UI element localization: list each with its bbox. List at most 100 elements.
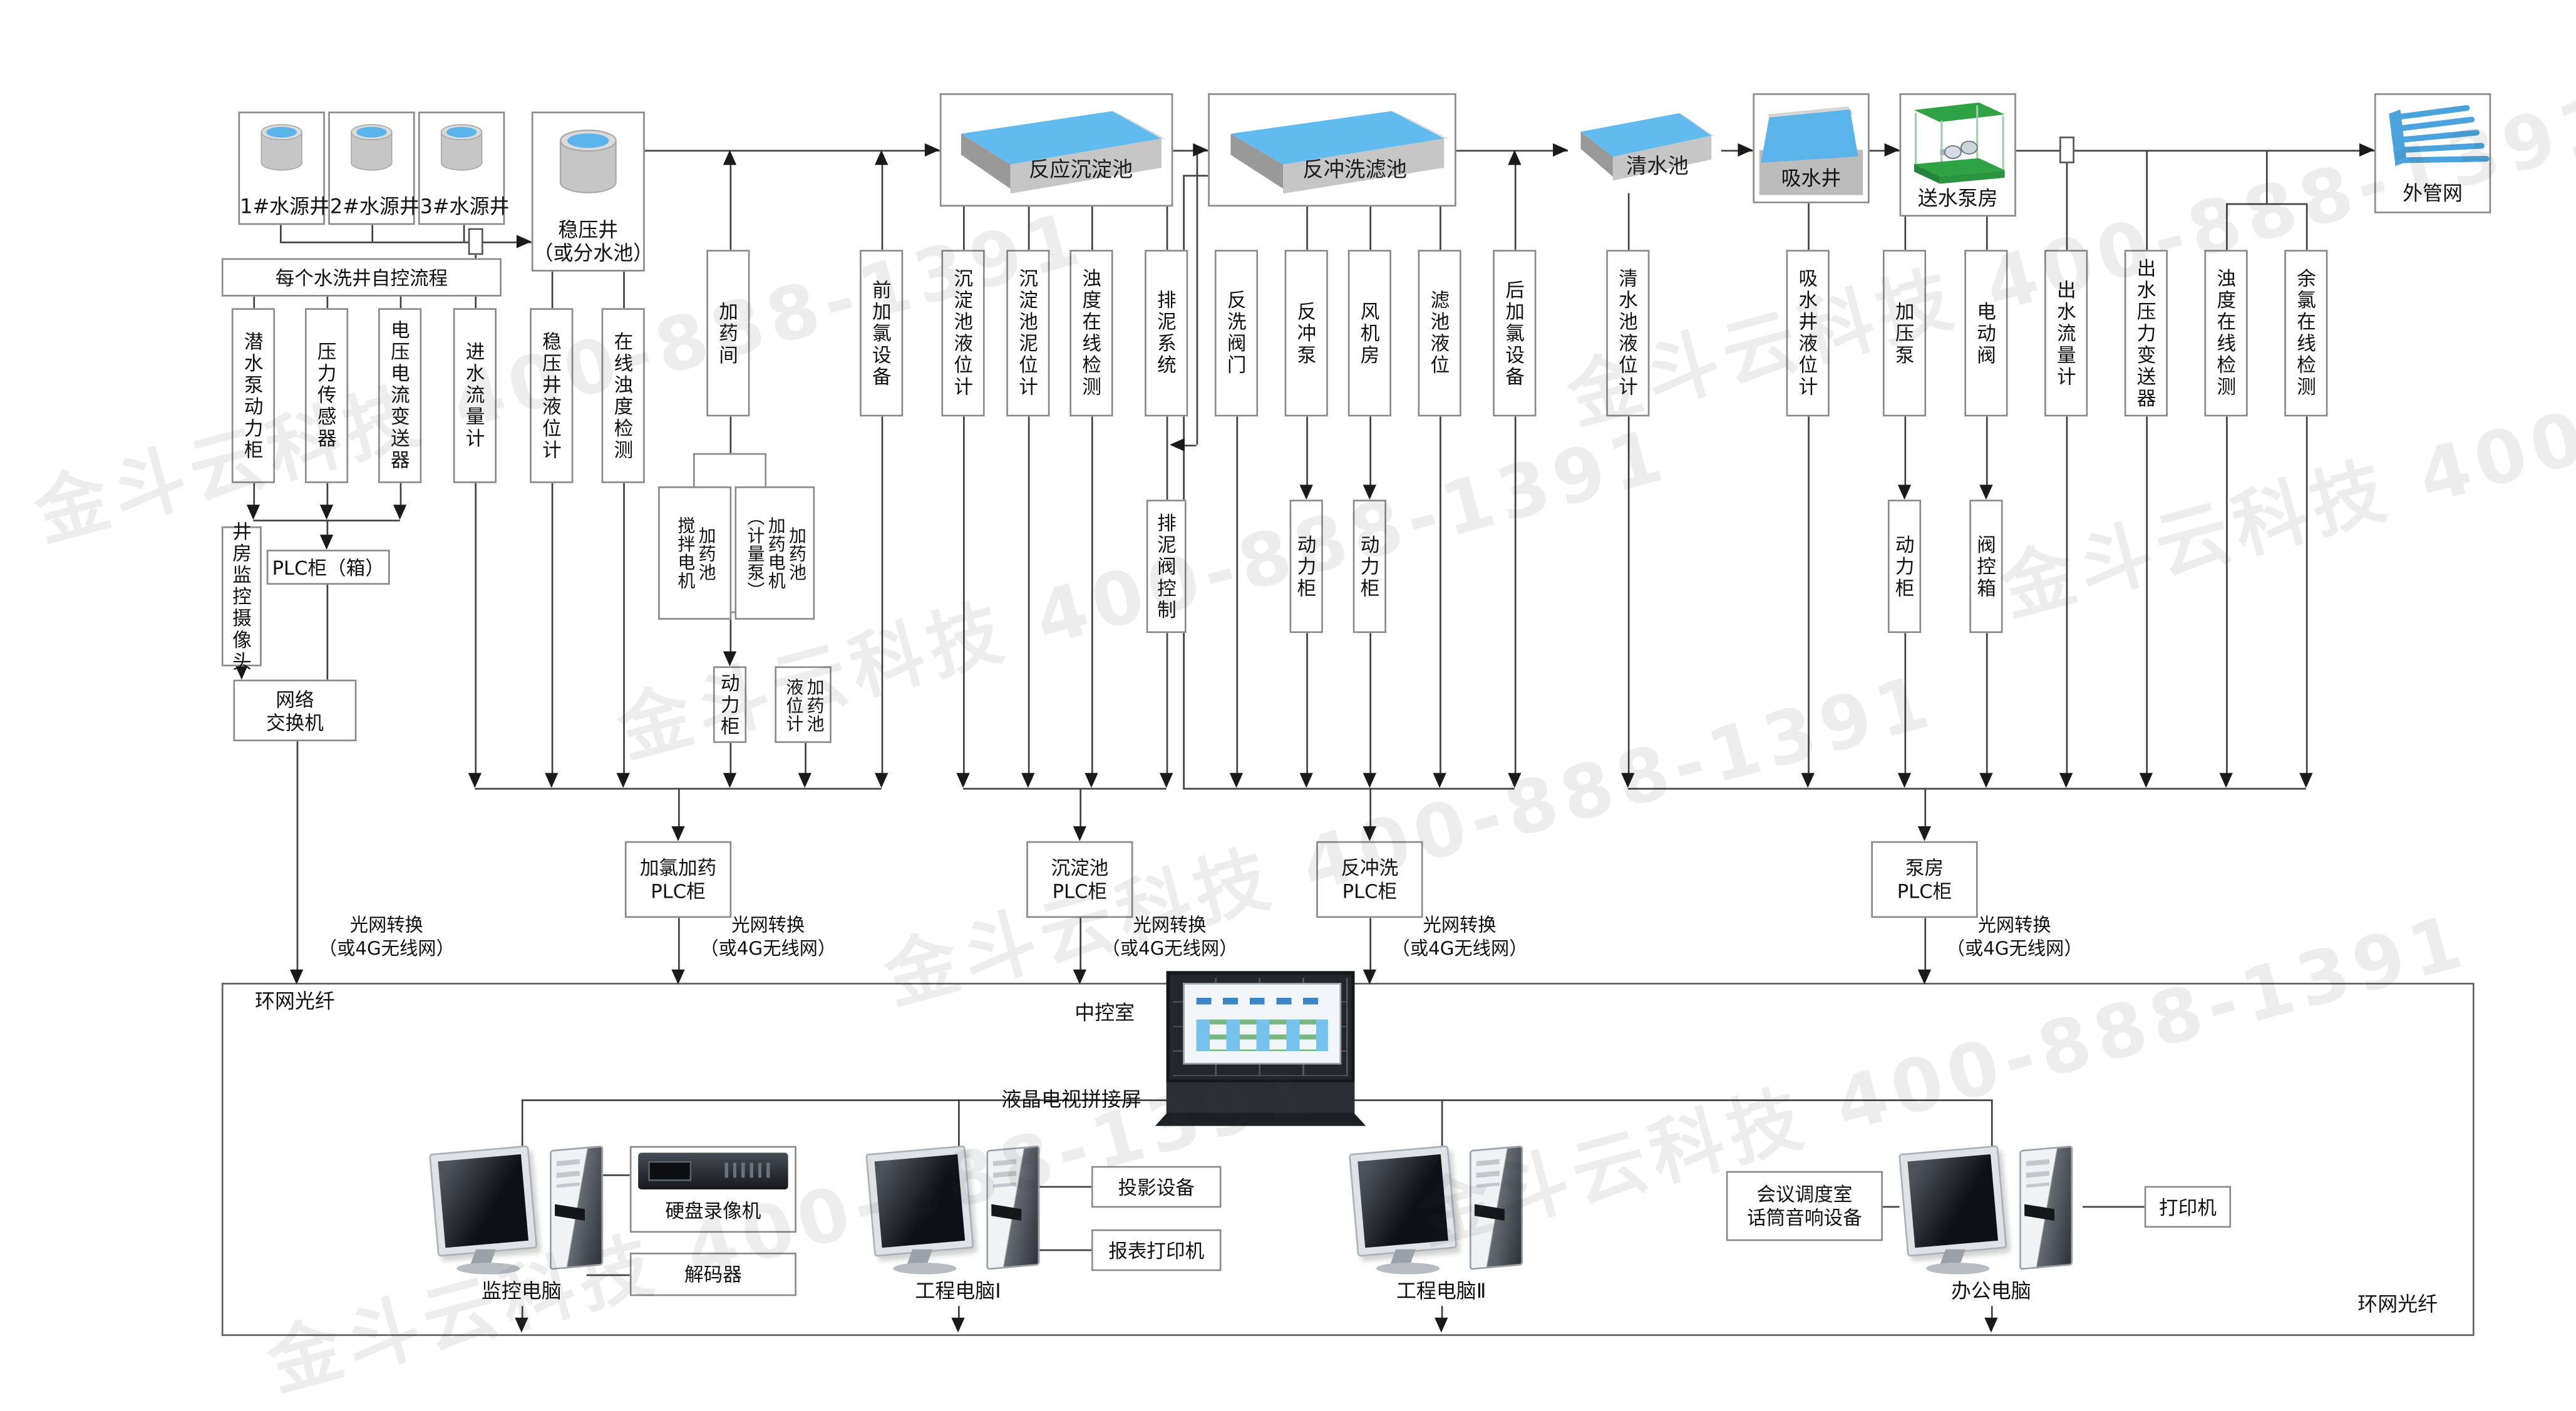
stabilization-well-label: （或分水池）: [533, 241, 654, 265]
video-wall-mini-diagram-icon: [1182, 983, 1342, 1064]
office-computer-label: 办公电脑: [1950, 1279, 2031, 1303]
connector-line: [1882, 1206, 1900, 1208]
connector-line: [1986, 633, 1988, 775]
optical-conversion-label-4: 光网转换: [1423, 914, 1497, 936]
connector-line: [963, 788, 1167, 790]
arrowhead-down-icon: [392, 505, 406, 520]
optical-conversion-label-3: 光网转换（或4G无线网）: [1090, 915, 1249, 965]
decoder-label: 解码器: [684, 1263, 742, 1286]
connector-line: [729, 613, 732, 654]
arrowhead-down-icon: [797, 772, 811, 788]
connector-line: [399, 483, 402, 506]
pump-house-plc-cabinet-label: 泵房: [1905, 856, 1944, 880]
printer: 打印机: [2144, 1186, 2232, 1228]
connector-line: [2265, 150, 2268, 203]
connector-line: [1166, 416, 1168, 500]
computer-tower-icon: [550, 1145, 604, 1270]
backwash-pump-label: 反冲泵: [1295, 300, 1319, 366]
arrowhead-down-icon: [1432, 772, 1446, 788]
arrowhead-down-icon: [544, 772, 558, 788]
pool-tank-icon: [1230, 111, 1450, 194]
arrowhead-down-icon: [1800, 772, 1814, 788]
ring-fiber-label-bottom: 环网光纤: [2336, 1293, 2460, 1320]
computer-tower-icon: [1470, 1145, 1523, 1270]
submersible-pump-power-cabinet-label: 潜水泵动力柜: [242, 331, 265, 461]
arrowhead-left-icon: [1170, 437, 1185, 451]
turbidity-online-detection-1-label: 浊度在线检测: [1079, 268, 1104, 398]
connector-line: [2226, 203, 2306, 205]
sedimentation-pool-level-meter: 沉淀池液位计: [941, 250, 985, 417]
power-cabinet-dosing-label: 动力柜: [718, 672, 742, 737]
residual-chlorine-online-detection-label: 余氯在线检测: [2294, 268, 2319, 398]
dosing-pool-level-meter-col-1: 加药池: [805, 677, 825, 732]
connector-line: [1924, 918, 1927, 972]
arrowhead-down-icon: [1433, 1317, 1448, 1333]
external-pipe-network-label: 外管网: [2403, 182, 2463, 205]
arrowhead-down-icon: [245, 505, 259, 520]
blower-room-label: 风机房: [1358, 300, 1382, 366]
sedimentation-plc-cabinet-label: 沉淀池: [1051, 856, 1109, 880]
turbidity-online-detection-2-label: 浊度在线检测: [2215, 268, 2239, 398]
watermark-text: 金斗云科技 400-888-1391: [875, 659, 1944, 1022]
connector-line: [1028, 206, 1030, 250]
monitor-icon: [1348, 1145, 1458, 1257]
pipe-network-icon: [2389, 105, 2490, 167]
connector-line: [253, 483, 255, 506]
hard-disk-video-recorder-label: 硬盘录像机: [665, 1199, 761, 1223]
ring-fiber-label-top: 环网光纤: [234, 990, 357, 1017]
connector-line: [475, 483, 477, 775]
connector-line: [1991, 1099, 1993, 1146]
connector-line: [253, 296, 255, 309]
connector-line: [463, 225, 465, 242]
dosing-pool-dosing-motor-col-0: （计量泵）: [745, 507, 766, 599]
arrowhead-down-icon: [1917, 826, 1930, 841]
optical-conversion-label-5: 光网转换（或4G无线网）: [1934, 915, 2094, 965]
connector-line: [2066, 416, 2068, 775]
video-wall-base-icon: [1166, 1082, 1355, 1114]
connector-line: [1986, 216, 1988, 250]
hard-disk-video-recorder: 硬盘录像机: [629, 1146, 796, 1233]
clean-water-pool-level-meter: 清水池液位计: [1606, 250, 1650, 417]
electric-valve: 电动阀: [1964, 250, 2008, 417]
arrowhead-down-icon: [319, 505, 332, 520]
connector-line: [1183, 444, 1197, 447]
connector-line: [1166, 206, 1168, 250]
connector-line: [1091, 206, 1093, 250]
office-computer: 办公电脑: [1898, 1145, 2083, 1313]
connector-line: [881, 163, 884, 250]
well-3: 3#水源井: [418, 111, 510, 225]
well-automation-note-label: 每个水洗井自控流程: [275, 265, 448, 289]
decoder: 解码器: [629, 1253, 796, 1296]
optical-conversion-label-5: （或4G无线网）: [1946, 938, 2083, 960]
pre-chlorination-equipment-label: 前加氯设备: [870, 279, 894, 387]
monitor-base-icon: [456, 1263, 520, 1275]
video-wall-screen-icon: [1166, 971, 1355, 1083]
sedimentation-pool-level-meter-label: 沉淀池液位计: [952, 268, 976, 398]
arrowhead-up-icon: [1507, 150, 1521, 165]
connector-line: [1369, 918, 1372, 972]
connector-line: [326, 585, 329, 680]
connector-line: [678, 788, 680, 828]
arrowhead-right-icon: [1553, 142, 1569, 156]
sludge-discharge-system-label: 排泥系统: [1155, 290, 1178, 377]
lcd-video-wall: [1155, 971, 1366, 1126]
electric-valve-label: 电动阀: [1974, 300, 1999, 366]
connector-line: [1166, 633, 1168, 775]
connector-line: [1904, 633, 1907, 775]
inline-flow-meter-symbol-2: [2059, 136, 2074, 163]
post-chlorination-equipment: 后加氯设备: [1493, 250, 1537, 417]
engineering-computer-2: 工程电脑Ⅱ: [1348, 1145, 1533, 1313]
connector-line: [678, 918, 680, 972]
inlet-flow-meter: 进水流量计: [453, 308, 497, 483]
pump-house-plc-cabinet-label: PLC柜: [1897, 880, 1952, 903]
connector-line: [963, 416, 965, 775]
dosing-room-label: 加药间: [716, 300, 741, 366]
valve-control-box: 阀控箱: [1969, 500, 2003, 634]
outlet-pressure-transmitter-label: 出水压力变送器: [2135, 257, 2158, 409]
connector-line: [1808, 203, 1810, 250]
arrowhead-down-icon: [616, 772, 629, 788]
well-3-label: 3#水源井: [420, 195, 510, 218]
connector-line: [1369, 633, 1372, 775]
connector-line: [881, 416, 884, 775]
connector-line: [1991, 1306, 1993, 1320]
